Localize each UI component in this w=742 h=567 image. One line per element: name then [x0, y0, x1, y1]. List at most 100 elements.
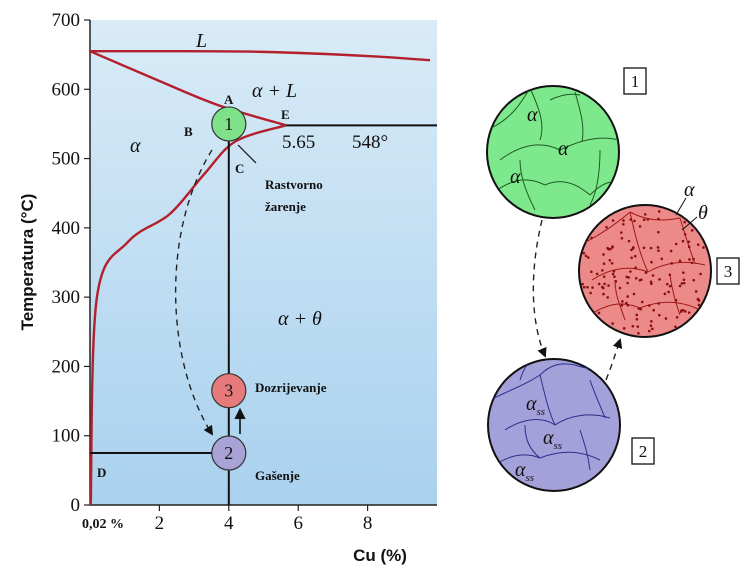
- precipitate-dot: [611, 219, 615, 222]
- precipitate-dot: [669, 249, 673, 253]
- precipitate-dot: [656, 246, 660, 249]
- precipitate-dot: [620, 304, 624, 307]
- precipitate-dot: [613, 275, 616, 278]
- liquidus-curve: [89, 49, 431, 62]
- phase-label-alpha-theta: α + θ: [278, 308, 322, 330]
- precipitate-dot: [608, 258, 612, 262]
- precipitate-dot: [626, 295, 629, 298]
- precipitate-dot: [650, 320, 653, 323]
- precipitate-dot: [602, 292, 605, 296]
- micro3-theta-label: θ: [698, 202, 708, 224]
- y-tick-label: 600: [52, 79, 81, 100]
- precipitate-dot: [633, 219, 636, 223]
- y-axis-title: Temperatura (°C): [18, 194, 37, 331]
- precipitate-dot: [663, 292, 667, 296]
- precipitate-dot: [627, 276, 630, 279]
- precipitate-dot: [650, 282, 653, 286]
- microstructure-3: [578, 204, 712, 338]
- precipitate-dot: [610, 261, 614, 265]
- micro3-box-label: 3: [724, 262, 733, 281]
- precipitates-3: [581, 210, 705, 335]
- phase-label-liquid: L: [195, 30, 207, 52]
- microstructure-2: αss αss αss: [487, 358, 621, 492]
- precipitate-dot: [646, 218, 650, 221]
- precipitate-dot: [658, 278, 661, 281]
- precipitate-dot: [612, 269, 616, 273]
- precipitate-dot: [670, 262, 674, 265]
- precipitate-dot: [649, 280, 653, 284]
- precipitate-dot: [581, 282, 584, 286]
- precipitate-dot: [614, 280, 618, 283]
- process-points: 123: [211, 106, 247, 471]
- precipitate-dot: [681, 239, 685, 243]
- micro2-alpha-3: αss: [515, 459, 534, 484]
- y-tick-label: 300: [52, 287, 81, 308]
- micro3-alpha-leader: [675, 197, 687, 216]
- grain-boundaries-3: [579, 211, 706, 321]
- phase-label-alpha-liquid: α + L: [252, 80, 297, 102]
- precipitate-dot: [692, 278, 696, 282]
- precipitate-dot: [702, 246, 705, 249]
- precipitate-dot: [652, 308, 656, 312]
- micro1-alpha-3: α: [510, 166, 521, 188]
- precipitate-dot: [682, 271, 685, 274]
- precipitate-dot: [675, 315, 679, 319]
- precipitate-dot: [668, 284, 672, 288]
- precipitate-dot: [697, 303, 701, 307]
- precipitate-dot: [627, 239, 631, 243]
- precipitate-dot: [665, 282, 669, 286]
- micro1-box-label: 1: [631, 72, 640, 91]
- precipitate-dot: [683, 220, 686, 224]
- precipitate-dot: [602, 275, 606, 278]
- solution-treatment-label-2: žarenje: [265, 199, 306, 214]
- precipitate-dot: [602, 253, 605, 256]
- x-tick-label: 6: [293, 513, 303, 534]
- precipitate-dot: [674, 299, 678, 302]
- precipitate-dot: [678, 259, 682, 263]
- process-point-1: [211, 106, 247, 142]
- precipitate-dot: [680, 282, 684, 285]
- precipitate-dot: [687, 240, 691, 244]
- process-point-2: [211, 435, 247, 471]
- solution-treatment-label-1: Rastvorno: [265, 177, 323, 192]
- precipitate-dot: [605, 225, 608, 229]
- precipitate-dot: [683, 233, 687, 236]
- precipitate-dot: [657, 230, 660, 234]
- precipitate-dot: [638, 278, 642, 282]
- precipitate-dot: [690, 229, 694, 232]
- micro3-theta-leader: [681, 216, 698, 231]
- point-label-d: D: [97, 465, 106, 480]
- eutectic-temperature-label: 548°: [352, 132, 388, 153]
- precipitate-dot: [619, 231, 623, 234]
- micro1-alpha-1: α: [527, 104, 538, 126]
- y-tick-label: 100: [52, 426, 81, 447]
- precipitate-dot: [590, 270, 593, 274]
- precipitate-dot: [657, 217, 660, 221]
- precipitate-dot: [682, 278, 686, 282]
- precipitate-dot: [621, 300, 624, 303]
- precipitate-dot: [668, 273, 672, 277]
- micro2-alpha-1: αss: [526, 393, 545, 418]
- micro-arrow-1-to-2: [532, 219, 547, 358]
- precipitate-dot: [631, 324, 635, 328]
- precipitate-dot: [618, 286, 622, 290]
- precipitate-dot: [683, 310, 687, 313]
- precipitate-dot: [597, 282, 601, 286]
- point-label-c: C: [235, 161, 244, 176]
- precipitate-dot: [642, 246, 646, 250]
- precipitate-dot: [629, 218, 633, 221]
- precipitate-dot: [606, 296, 609, 299]
- y-tick-label: 0: [71, 495, 81, 516]
- grain-boundaries-1: [487, 87, 619, 211]
- precipitate-dot: [607, 284, 610, 287]
- precipitate-dot: [660, 257, 664, 261]
- precipitate-dot: [595, 272, 599, 276]
- precipitate-dot: [667, 290, 670, 294]
- solidus-curve: [89, 50, 287, 127]
- precipitate-dot: [636, 325, 640, 328]
- eutectic-composition-label: 5.65: [282, 132, 315, 153]
- precipitate-dot: [640, 300, 644, 304]
- precipitate-dot: [642, 218, 646, 222]
- micro3-alpha-label: α: [684, 179, 695, 201]
